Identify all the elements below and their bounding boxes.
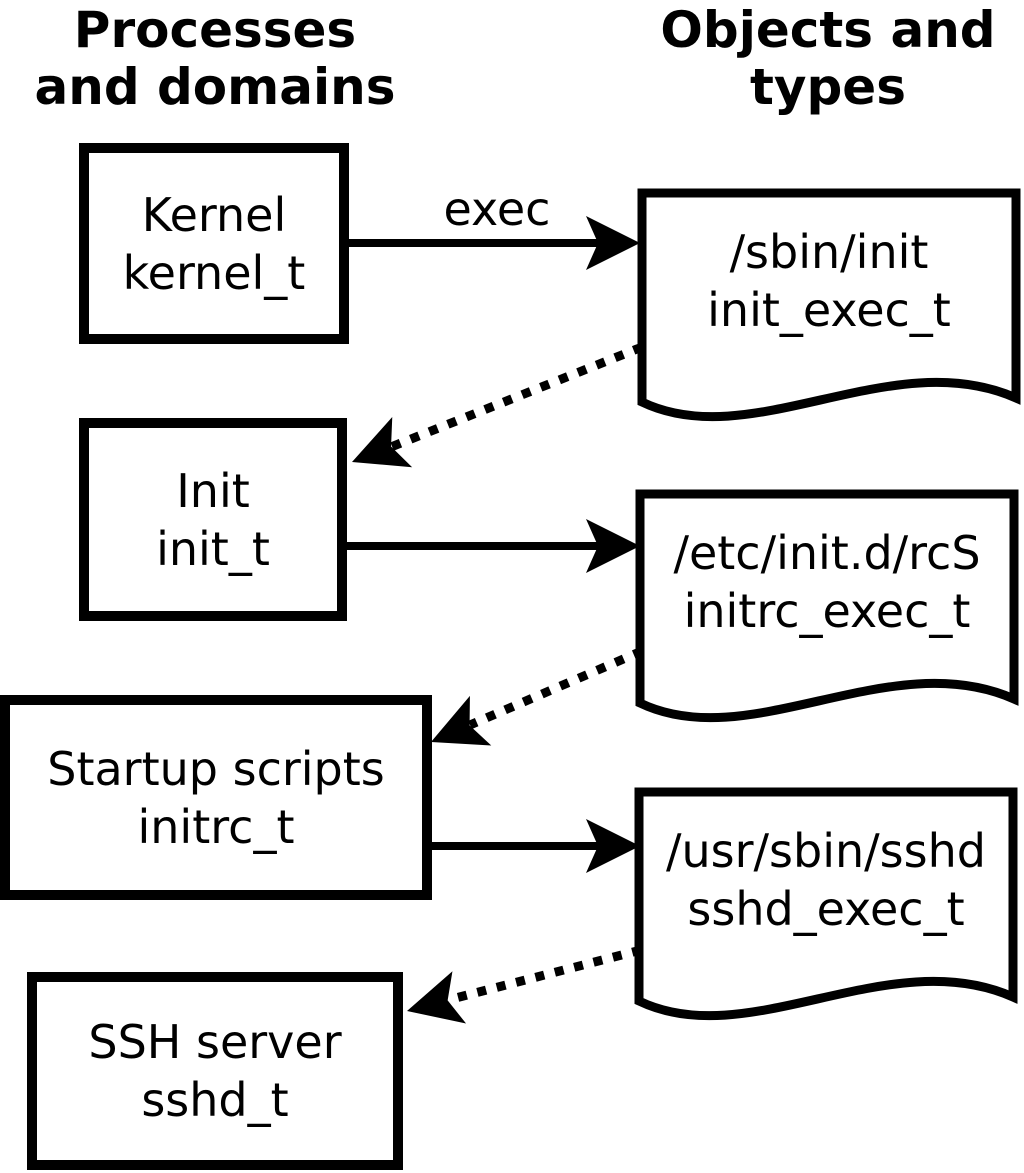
transition-arrow-sshd-exec-to-sshd — [407, 945, 643, 1024]
transition-arrow-rcs-to-initrc — [431, 646, 644, 746]
object-doc-shape-usr-sbin-sshd — [634, 787, 1018, 1021]
column-header-line: Objects and — [660, 1, 996, 59]
exec-arrow-label: exec — [443, 182, 551, 236]
process-name: SSH server — [88, 1015, 342, 1069]
exec-arrow-init-to-rcs — [347, 519, 640, 573]
process-box-startup-scripts: Startup scripts initrc_t — [0, 695, 432, 900]
object-type: init_exec_t — [707, 283, 951, 337]
process-box-kernel: Kernel kernel_t — [79, 143, 349, 344]
column-header-objects: Objects and types — [628, 2, 1024, 116]
object-path: /etc/init.d/rcS — [673, 526, 981, 580]
process-domain-type: initrc_t — [137, 799, 295, 854]
object-doc-shape-etc-initd-rcs — [635, 489, 1019, 723]
transition-arrow-sbin-init-to-init — [352, 342, 644, 468]
exec-arrow-kernel-to-sbin-init — [349, 216, 640, 270]
process-name: Init — [176, 463, 250, 518]
process-domain-type: sshd_t — [141, 1073, 289, 1127]
object-doc-label-etc-initd-rcs: /etc/init.d/rcS initrc_exec_t — [645, 524, 1009, 640]
process-domain-type: init_t — [156, 521, 270, 576]
object-doc-shape-sbin-init — [637, 188, 1021, 422]
object-doc-label-usr-sbin-sshd: /usr/sbin/sshd sshd_exec_t — [644, 822, 1008, 938]
object-path: /sbin/init — [729, 225, 929, 279]
process-domain-type: kernel_t — [122, 245, 306, 300]
object-type: initrc_exec_t — [683, 584, 971, 638]
object-doc-label-sbin-init: /sbin/init init_exec_t — [647, 223, 1011, 339]
object-type: sshd_exec_t — [687, 882, 965, 936]
column-header-processes: Processes and domains — [15, 2, 415, 116]
process-name: Kernel — [141, 187, 287, 242]
column-header-line: types — [750, 58, 906, 116]
process-box-ssh-server: SSH server sshd_t — [27, 972, 403, 1170]
process-name: Startup scripts — [47, 741, 385, 796]
column-header-line: and domains — [34, 58, 396, 116]
column-header-line: Processes — [73, 1, 357, 59]
process-box-init: Init init_t — [79, 418, 347, 621]
object-path: /usr/sbin/sshd — [666, 824, 986, 878]
exec-arrow-initrc-to-sshd — [430, 819, 640, 873]
